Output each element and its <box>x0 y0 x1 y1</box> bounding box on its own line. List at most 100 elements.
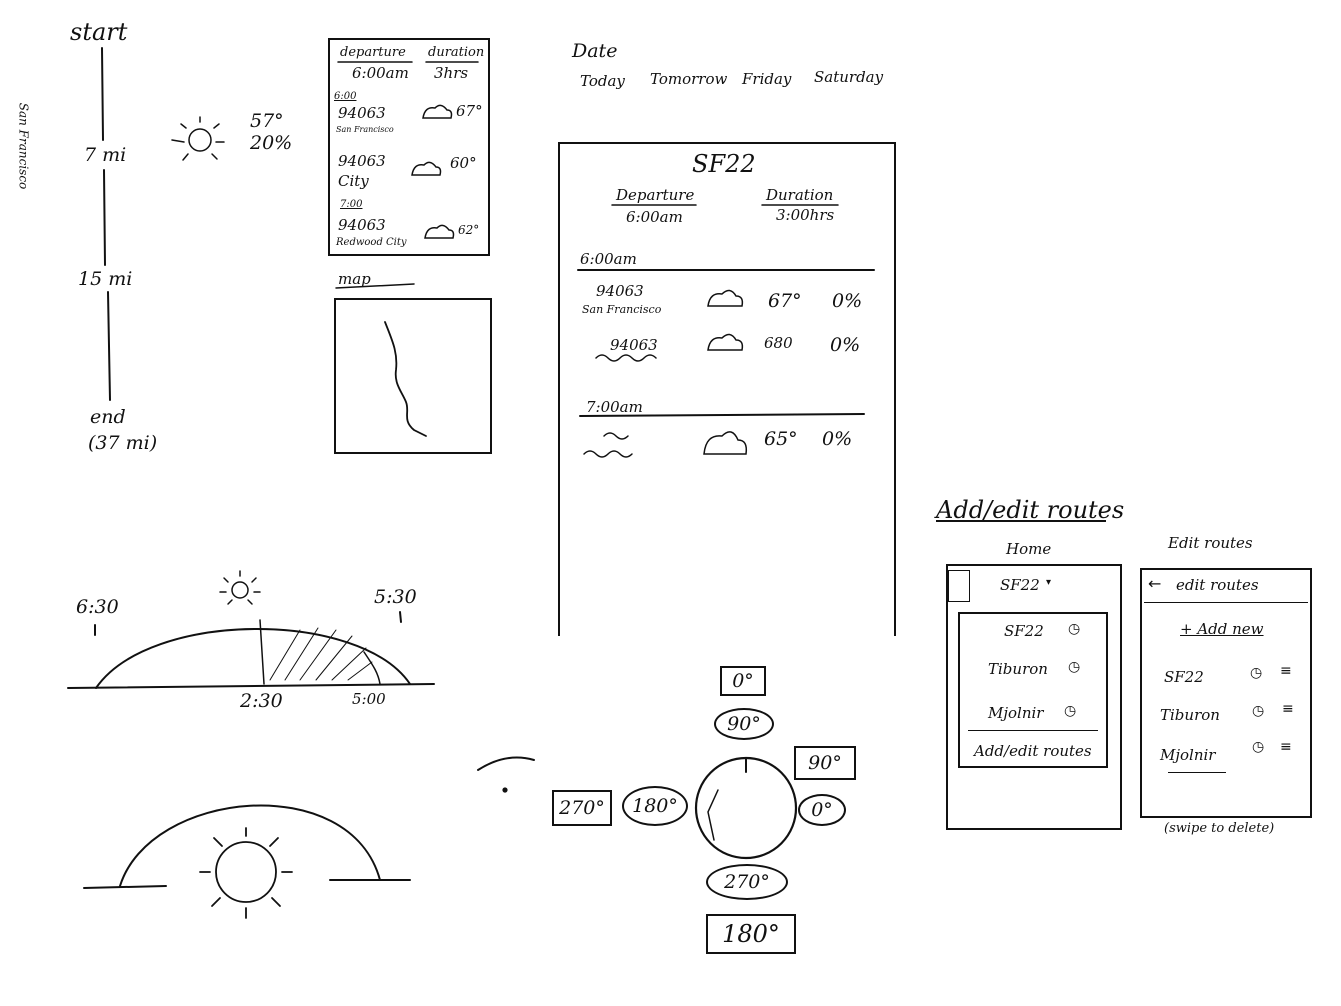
small-duration-value: 3hrs <box>434 64 469 82</box>
edit-routes-header: edit routes <box>1176 576 1259 594</box>
small-forecast-card <box>328 38 490 256</box>
dropdown-item-mjolnir[interactable]: Mjolnir <box>988 704 1044 722</box>
timeline-mile-7: 7 mi <box>84 144 127 166</box>
drag-handle-icon[interactable]: ≡ <box>1280 663 1292 679</box>
add-edit-routes-link[interactable]: Add/edit routes <box>974 742 1092 760</box>
timeline-mile-15: 15 mi <box>78 268 133 290</box>
heading-box-left-text: 270° <box>559 797 605 819</box>
sun-icon <box>199 827 293 919</box>
clock-icon: ◷ <box>1068 659 1081 675</box>
timeline-line-top <box>101 47 104 141</box>
detail-row-2-precip: 0% <box>830 334 861 356</box>
sun-arc <box>95 628 411 689</box>
small-time-2: 7:00 <box>340 199 363 210</box>
small-row-1-temp: 67° <box>456 102 483 120</box>
date-option-today[interactable]: Today <box>580 72 625 90</box>
clock-icon: ◷ <box>1064 703 1077 719</box>
detail-row-3-precip: 0% <box>822 428 853 450</box>
heading-oval-bottom-text: 270° <box>724 871 770 893</box>
edit-item-tiburon[interactable]: Tiburon <box>1160 706 1220 724</box>
timeline-temp: 57° <box>250 110 284 132</box>
heading-oval-top-text: 90° <box>727 713 761 735</box>
timeline-end-label: end <box>90 406 126 428</box>
date-option-saturday[interactable]: Saturday <box>814 68 884 86</box>
edit-screen-label: Edit routes <box>1168 534 1253 552</box>
small-row-3-zip: 94063 <box>338 216 386 234</box>
dropdown-item-tiburon[interactable]: Tiburon <box>988 660 1048 678</box>
home-route-selector[interactable]: SF22 <box>1000 576 1040 594</box>
heading-box-left: 270° <box>552 790 612 826</box>
heading-oval-bottom: 270° <box>706 864 788 900</box>
small-row-2-zip: 94063 <box>338 152 386 170</box>
detail-time-2: 7:00am <box>586 398 643 416</box>
small-row-3-place: Redwood City <box>336 237 407 248</box>
heading-box-right: 90° <box>794 746 856 780</box>
map-panel <box>334 298 492 454</box>
detail-row-1-temp: 67° <box>768 290 802 312</box>
timeline-start-label: start <box>70 18 128 46</box>
routes-section-heading: Add/edit routes <box>936 496 1125 524</box>
routes-heading-underline <box>936 520 1106 522</box>
edit-phone-frame <box>1140 568 1312 818</box>
clock-icon: ◷ <box>1252 739 1265 755</box>
detail-row-1-zip: 94063 <box>596 282 644 300</box>
clock-icon: ◷ <box>1068 621 1081 637</box>
dropdown-item-sf22[interactable]: SF22 <box>1004 622 1044 640</box>
route-detail-title: SF22 <box>692 150 756 178</box>
edit-item-mjolnir[interactable]: Mjolnir <box>1160 746 1216 764</box>
heading-oval-left-text: 180° <box>632 795 678 817</box>
add-new-route-button[interactable]: + Add new <box>1180 620 1264 638</box>
home-screen-label: Home <box>1006 540 1052 558</box>
heading-box-right-text: 90° <box>808 752 842 774</box>
edit-item-sf22[interactable]: SF22 <box>1164 668 1204 686</box>
sun-icon <box>219 570 261 605</box>
timeline-line-mid <box>103 169 106 266</box>
detail-duration-value: 3:00hrs <box>776 206 835 224</box>
sun-icon <box>171 116 225 161</box>
small-row-2-place: City <box>338 172 369 190</box>
date-option-tomorrow[interactable]: Tomorrow <box>650 70 728 88</box>
cloud-icon <box>422 104 453 119</box>
detail-duration-label: Duration <box>766 186 834 204</box>
heading-oval-right-text: 0° <box>811 799 833 821</box>
detail-row-2-temp: 680 <box>764 334 793 352</box>
date-label: Date <box>572 40 618 62</box>
detail-departure-label: Departure <box>616 186 695 204</box>
edit-header-divider <box>1144 602 1308 603</box>
small-departure-value: 6:00am <box>352 64 409 82</box>
sunrise-time: 6:30 <box>76 596 119 618</box>
route-detail-card <box>558 142 896 636</box>
detail-row-1-precip: 0% <box>832 290 863 312</box>
map-label: map <box>338 270 371 288</box>
end-time-marker: 5:00 <box>352 690 386 708</box>
swipe-row-underline <box>1168 772 1226 773</box>
heading-box-bottom-text: 180° <box>722 920 780 948</box>
drag-handle-icon[interactable]: ≡ <box>1282 701 1294 717</box>
detail-time-1: 6:00am <box>580 250 637 268</box>
cloud-icon <box>411 161 442 176</box>
date-option-friday[interactable]: Friday <box>742 70 792 88</box>
detail-row-2-zip: 94063 <box>610 336 658 354</box>
small-time-1: 6:00 <box>334 91 357 102</box>
heading-box-bottom: 180° <box>706 914 796 954</box>
drag-handle-icon[interactable]: ≡ <box>1280 739 1292 755</box>
timeline-end-distance: (37 mi) <box>88 432 158 454</box>
cloud-icon <box>703 431 748 455</box>
small-row-2-temp: 60° <box>450 154 477 172</box>
cloud-icon <box>707 289 744 307</box>
detail-departure-value: 6:00am <box>626 208 683 226</box>
clock-icon: ◷ <box>1252 703 1265 719</box>
chevron-down-icon[interactable]: ▾ <box>1046 577 1052 588</box>
dropdown-divider <box>968 730 1098 731</box>
cloud-icon <box>707 333 744 351</box>
app-logo-icon <box>948 570 970 602</box>
elapsed-hatch <box>269 627 373 681</box>
detail-row-3-temp: 65° <box>764 428 798 450</box>
vertical-location-label: San Francisco <box>16 102 31 190</box>
timeline-precip: 20% <box>250 132 293 154</box>
heading-oval-right: 0° <box>798 794 846 826</box>
heading-box-top-text: 0° <box>732 670 754 692</box>
home-phone-frame <box>946 564 1122 830</box>
back-arrow-icon[interactable]: ← <box>1148 574 1162 593</box>
